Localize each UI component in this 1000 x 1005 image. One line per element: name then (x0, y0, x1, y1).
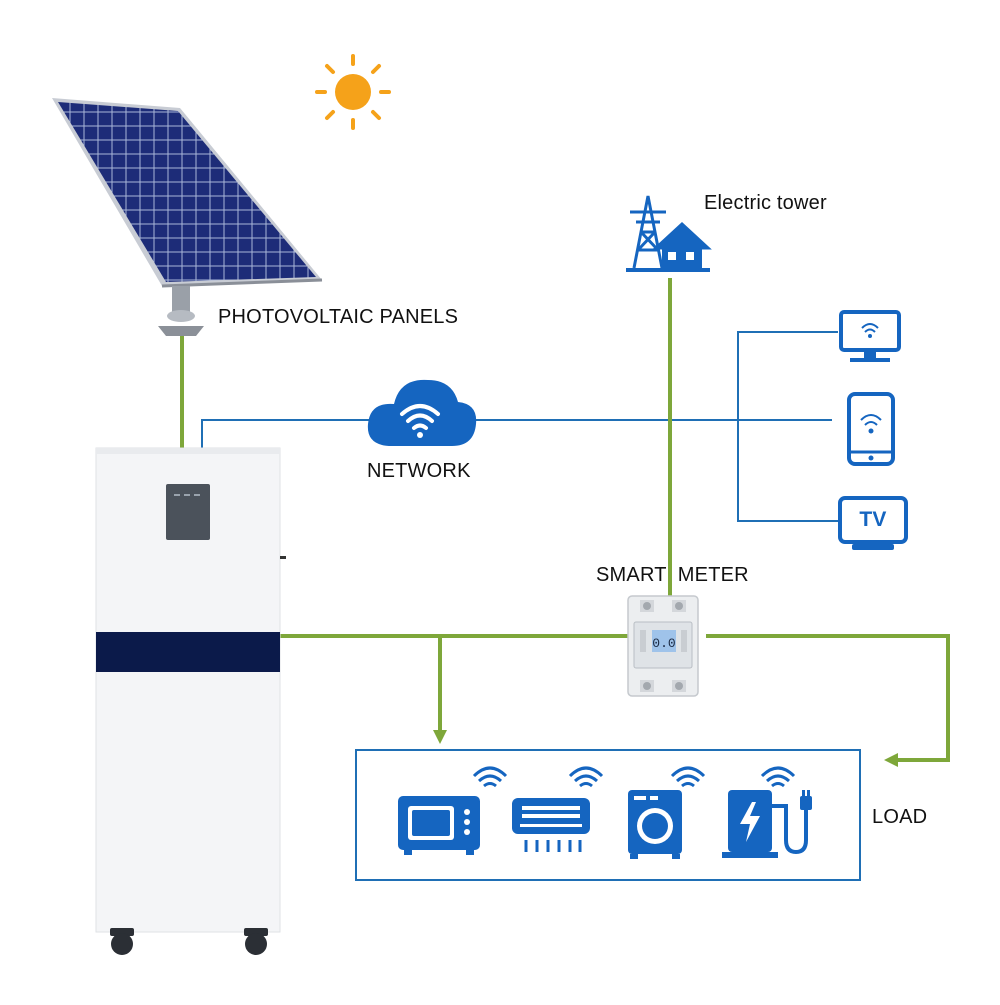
load-label: LOAD (872, 806, 928, 828)
network-label: NETWORK (367, 460, 471, 482)
arrow-down-head (433, 730, 447, 744)
meter-display-value: 0.0 (652, 636, 675, 651)
network-lines (201, 331, 838, 522)
solar-panel-icon (52, 98, 323, 336)
electric-tower-label: Electric tower (704, 192, 827, 214)
tv-label: TV (859, 508, 887, 531)
wifi-icon (472, 766, 508, 788)
smart-meter-label: SMART METER (596, 564, 749, 586)
microwave-icon (398, 796, 480, 855)
wifi-icon (670, 766, 706, 788)
smart-meter-icon: 0.0 (627, 595, 699, 697)
photovoltaic-panels-label: PHOTOVOLTAIC PANELS (218, 306, 459, 328)
load-box (355, 749, 861, 881)
wifi-cloud-icon (367, 379, 477, 446)
sun-icon (315, 54, 391, 130)
tv-icon (838, 496, 908, 550)
wifi-icon (760, 766, 796, 788)
washing-machine-icon (628, 790, 682, 859)
wifi-icon (568, 766, 604, 788)
air-conditioner-icon (512, 798, 590, 852)
power-lines (180, 278, 950, 762)
smartphone-icon (847, 392, 895, 466)
electric-tower-icon (626, 195, 712, 272)
battery-storage-icon (95, 447, 286, 955)
ev-charger-icon (722, 790, 812, 858)
monitor-icon (839, 310, 901, 362)
arrow-left-head (884, 753, 898, 767)
